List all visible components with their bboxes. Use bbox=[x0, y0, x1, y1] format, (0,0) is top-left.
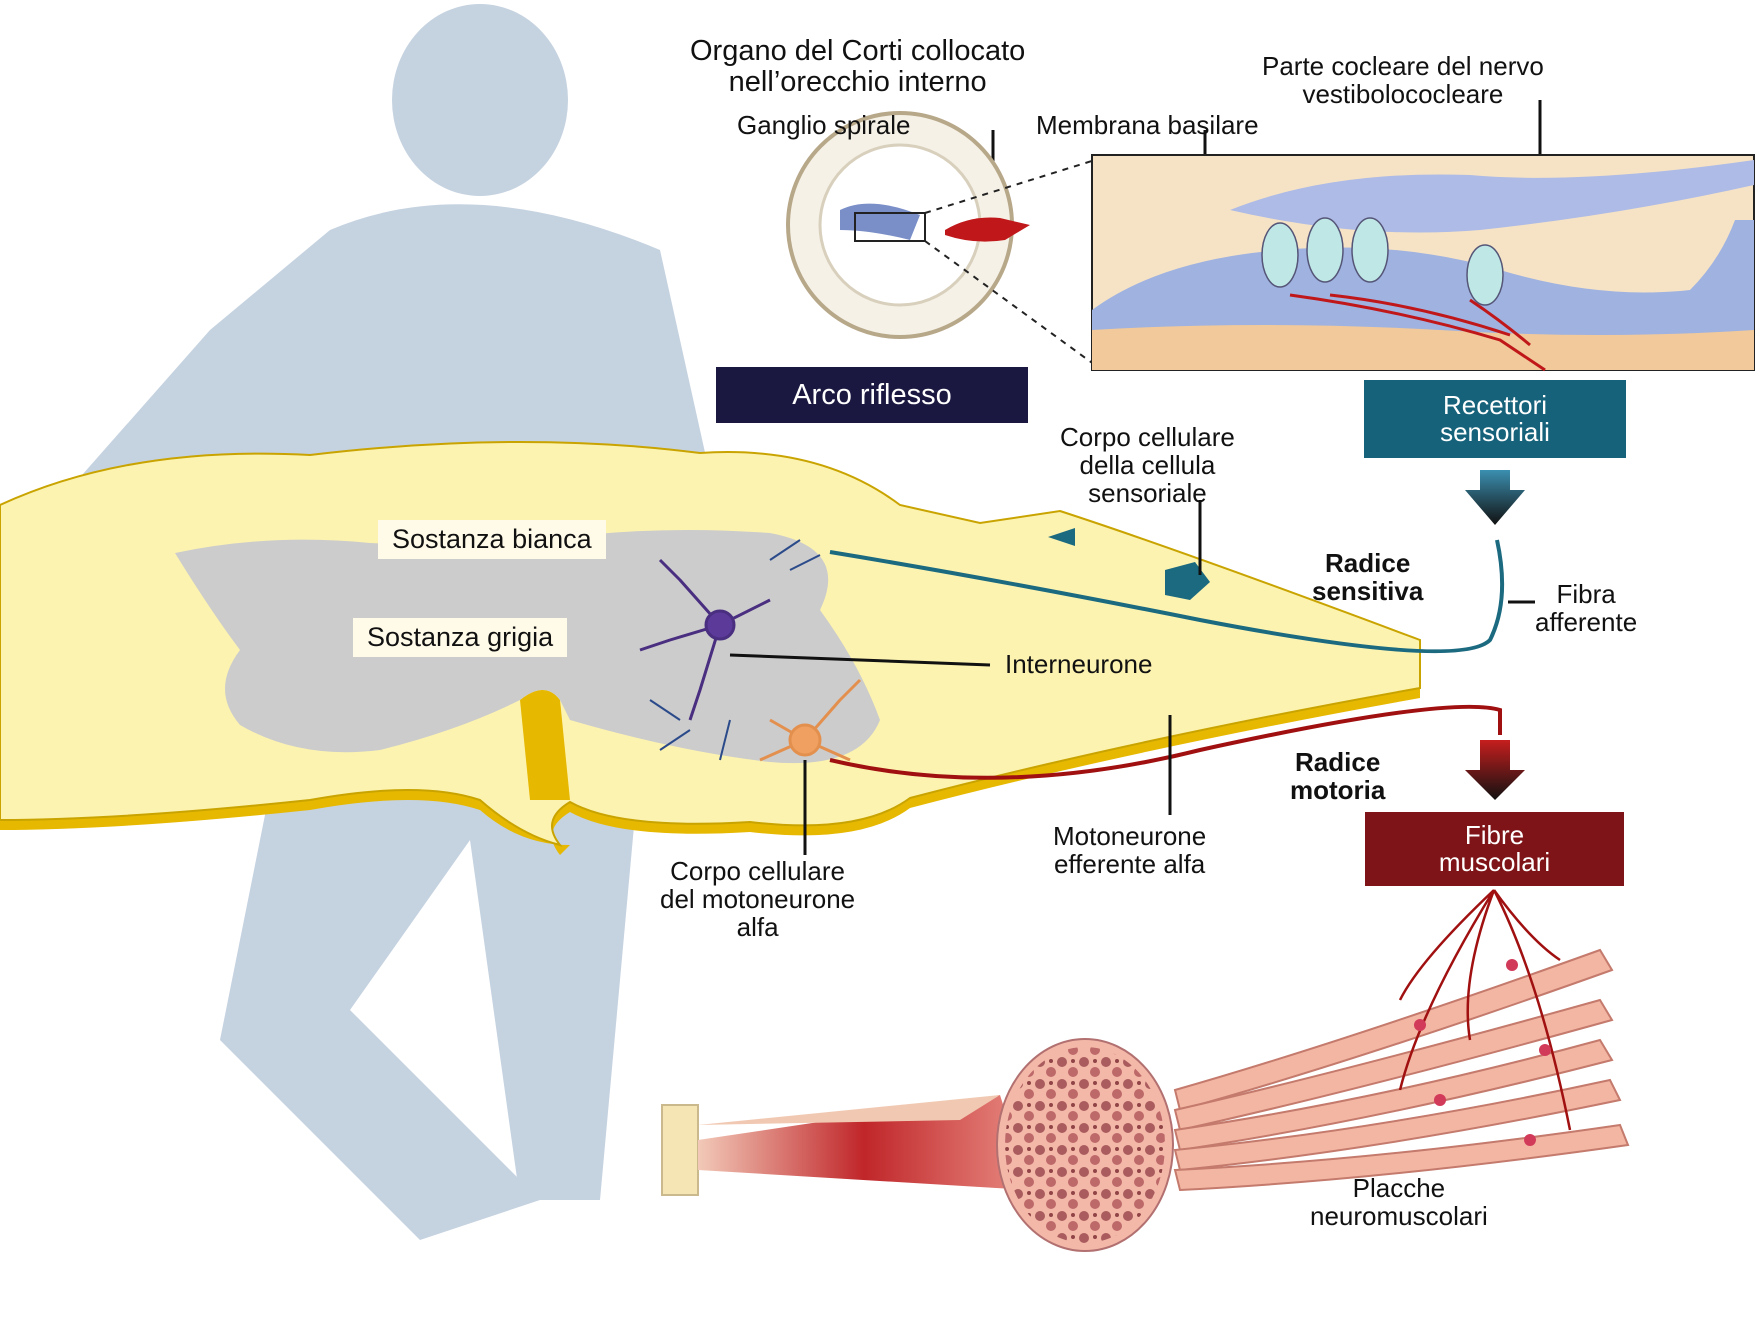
corti-title: Organo del Corti collocato nell’orecchio… bbox=[690, 36, 1025, 99]
alpha-motoneuron-line2: efferente alfa bbox=[1053, 850, 1206, 878]
reflex-arc-title: Arco riflesso bbox=[792, 380, 952, 410]
cochlear-nerve-label-line1: Parte cocleare del nervo bbox=[1262, 52, 1544, 80]
motoneuron-cell-body-line2: del motoneurone bbox=[660, 885, 855, 913]
sensory-receptors-box-label: Recettori sensoriali bbox=[1364, 380, 1626, 458]
cochlea-small bbox=[788, 113, 1095, 365]
afferent-fiber-label: Fibra afferente bbox=[1535, 580, 1637, 636]
alpha-motoneuron-line1: Motoneurone bbox=[1053, 822, 1206, 850]
sensory-cell-body-line1: Corpo cellulare bbox=[1060, 423, 1235, 451]
arrow-sensory-to-root bbox=[1465, 470, 1525, 525]
white-matter-label: Sostanza bianca bbox=[378, 520, 606, 559]
basilar-membrane-label: Membrana basilare bbox=[1036, 111, 1259, 139]
reflex-arc-box-label: Arco riflesso bbox=[716, 367, 1028, 423]
sensory-root-label: Radice sensitiva bbox=[1312, 549, 1423, 605]
sensory-receptors-line2: sensoriali bbox=[1440, 419, 1550, 446]
neuromuscular-plates-line2: neuromuscolari bbox=[1310, 1202, 1488, 1230]
sensory-root-line2: sensitiva bbox=[1312, 577, 1423, 605]
neuromuscular-plates-label: Placche neuromuscolari bbox=[1310, 1174, 1488, 1230]
neuromuscular-plates-line1: Placche bbox=[1310, 1174, 1488, 1202]
muscle-fibers-box-label: Fibre muscolari bbox=[1365, 812, 1624, 886]
interneuron-label: Interneurone bbox=[1005, 650, 1152, 678]
cochlear-nerve-label: Parte cocleare del nervo vestibolococlea… bbox=[1262, 52, 1544, 108]
muscle-fibers bbox=[1175, 950, 1628, 1190]
corti-title-line2: nell’orecchio interno bbox=[690, 67, 1025, 98]
motoneuron-cell-body-line3: alfa bbox=[660, 913, 855, 941]
alpha-motoneuron-label: Motoneurone efferente alfa bbox=[1053, 822, 1206, 878]
grey-matter-label: Sostanza grigia bbox=[353, 618, 567, 657]
muscle-fibers-line1: Fibre bbox=[1465, 822, 1524, 849]
sensory-root-line1: Radice bbox=[1312, 549, 1423, 577]
corti-inset bbox=[1092, 155, 1754, 370]
afferent-fiber-line2: afferente bbox=[1535, 608, 1637, 636]
cochlear-nerve-label-line2: vestibolococleare bbox=[1262, 80, 1544, 108]
sensory-cell-body-line3: sensoriale bbox=[1060, 479, 1235, 507]
motoneuron-cell-body-label: Corpo cellulare del motoneurone alfa bbox=[660, 857, 855, 941]
motoneuron-cell-body-line1: Corpo cellulare bbox=[660, 857, 855, 885]
sensory-cell-body-label: Corpo cellulare della cellula sensoriale bbox=[1060, 423, 1235, 507]
arrow-root-to-muscle bbox=[1465, 740, 1525, 800]
afferent-fiber-line1: Fibra bbox=[1535, 580, 1637, 608]
sensory-cell-body-line2: della cellula bbox=[1060, 451, 1235, 479]
sensory-receptors-line1: Recettori bbox=[1443, 392, 1547, 419]
motor-root-line1: Radice bbox=[1290, 748, 1385, 776]
spiral-ganglion-label: Ganglio spirale bbox=[737, 111, 910, 139]
muscle-fibers-line2: muscolari bbox=[1439, 849, 1550, 876]
motor-root-label: Radice motoria bbox=[1290, 748, 1385, 804]
corti-title-line1: Organo del Corti collocato bbox=[690, 36, 1025, 67]
motor-root-line2: motoria bbox=[1290, 776, 1385, 804]
